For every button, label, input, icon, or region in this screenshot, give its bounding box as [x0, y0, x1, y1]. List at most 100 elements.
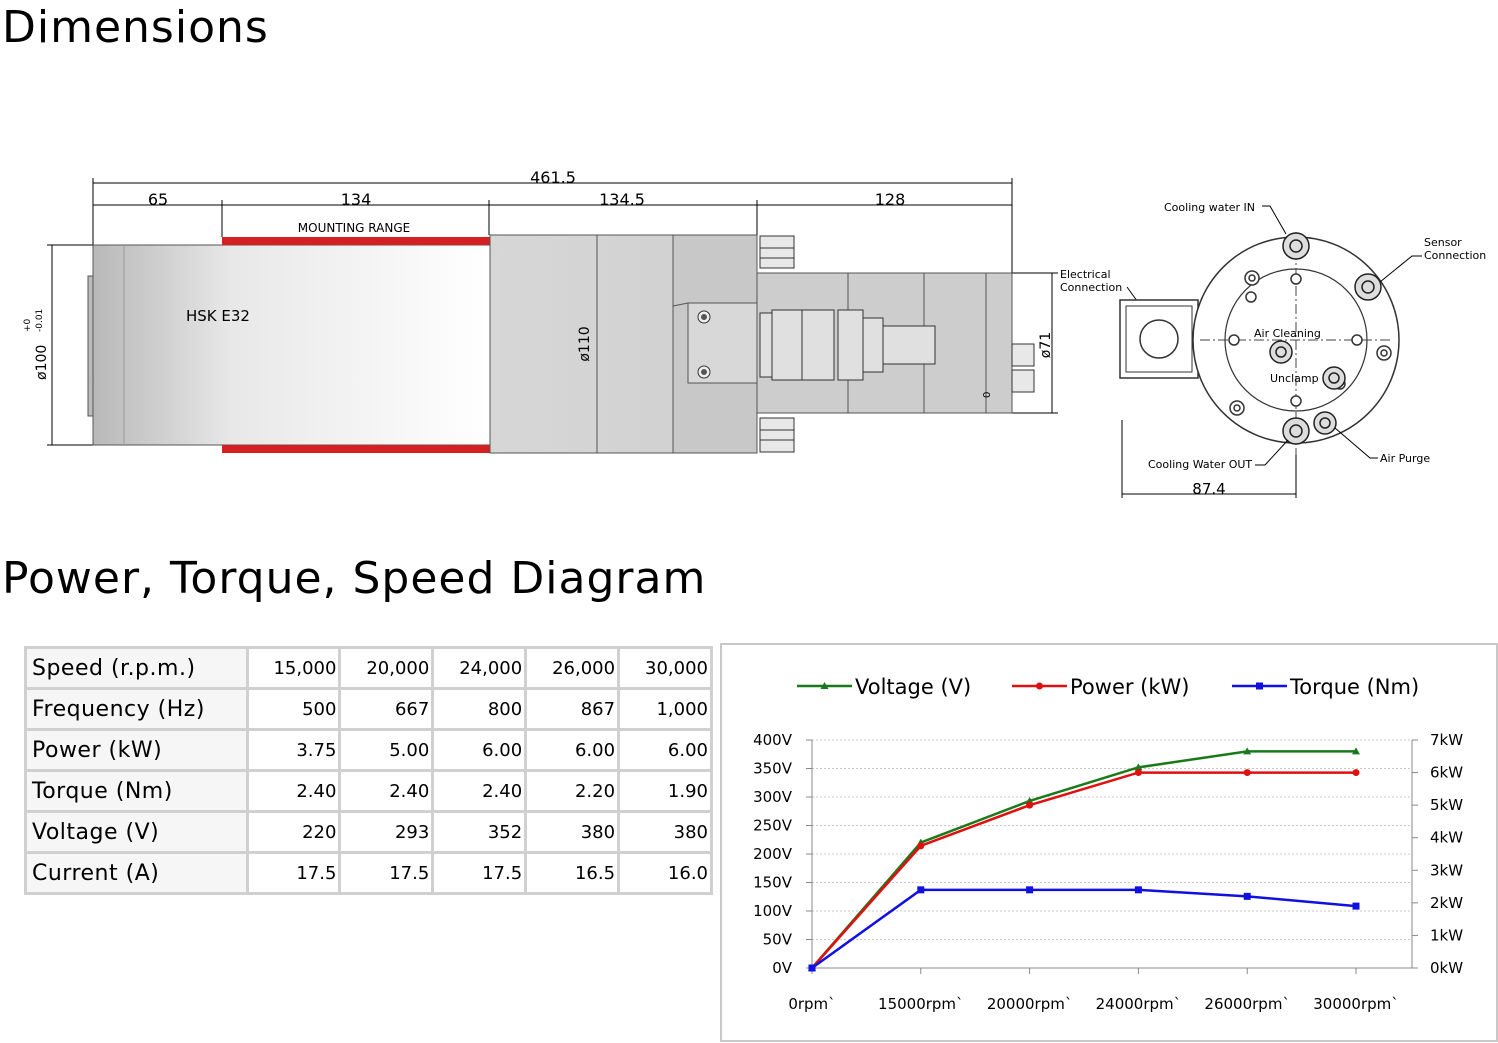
data-point — [1243, 892, 1251, 900]
y-left-tick-label: 350V — [753, 760, 793, 778]
table-cell: 24,000 — [431, 646, 528, 690]
dim-front-tol-lower: -0.01 — [35, 309, 45, 332]
y-left-tick-label: 400V — [753, 731, 793, 749]
y-right-tick-label: 3kW — [1430, 861, 1463, 879]
table-cell: 17.5 — [338, 851, 435, 895]
mounting-range-bottom-bar — [222, 445, 490, 453]
x-tick-label: 20000rpm` — [987, 995, 1073, 1013]
legend-marker — [1036, 682, 1043, 690]
mounting-range-label: MOUNTING RANGE — [298, 221, 410, 235]
data-point — [808, 964, 816, 972]
dim-rear-diameter: ø71 — [1038, 332, 1054, 358]
y-right-tick-label: 7kW — [1430, 731, 1463, 749]
table-cell: 5.00 — [338, 728, 435, 772]
mounting-range-top-bar — [222, 237, 490, 245]
rear-connectors — [1011, 343, 1035, 393]
table-cell: 3.75 — [245, 728, 342, 772]
y-right-tick-label: 6kW — [1430, 764, 1463, 782]
data-point — [1134, 763, 1143, 771]
table-cell: 6.00 — [431, 728, 528, 772]
y-left-tick-label: 50V — [763, 931, 793, 949]
performance-chart: 0V50V100V150V200V250V300V350V400V0kW1kW2… — [753, 675, 1463, 1013]
y-right-tick-label: 1kW — [1430, 926, 1463, 944]
table-cell: 15,000 — [245, 646, 342, 690]
table-cell: 293 — [338, 810, 435, 854]
legend-label: Torque (Nm) — [1289, 675, 1419, 699]
dim-seg1: 65 — [148, 190, 168, 209]
table-cell: 6.00 — [524, 728, 621, 772]
table-cell: 20,000 — [338, 646, 435, 690]
table-cell: 667 — [338, 687, 435, 731]
table-cell: 6.00 — [617, 728, 713, 772]
rear-shaft — [759, 309, 936, 381]
y-right-tick-label: 2kW — [1430, 894, 1463, 912]
y-left-tick-label: 250V — [753, 817, 793, 835]
dim-seg2: 134 — [341, 190, 372, 209]
dim-front-tol-upper: +0 — [23, 318, 33, 332]
table-cell: 380 — [524, 810, 621, 854]
top-dimension-lines — [47, 178, 1058, 446]
dim-seg3: 134.5 — [599, 190, 645, 209]
table-cell: 16.5 — [524, 851, 621, 895]
data-point — [1026, 801, 1034, 809]
y-right-tick-label: 5kW — [1430, 796, 1463, 814]
x-tick-label: 24000rpm` — [1096, 995, 1182, 1013]
x-tick-label: 15000rpm` — [878, 995, 964, 1013]
table-cell: 2.20 — [524, 769, 621, 813]
x-tick-label: 0rpm` — [788, 995, 835, 1013]
air-cleaning-label: Air Cleaning — [1254, 327, 1321, 340]
table-cell: 16.0 — [617, 851, 713, 895]
legend-label: Power (kW) — [1070, 675, 1189, 699]
row-label: Speed (r.p.m.) — [24, 646, 249, 690]
data-point — [1352, 902, 1360, 910]
sensor-label-2: Connection — [1424, 249, 1486, 262]
zero-mark: 0 — [982, 392, 993, 398]
front-housing — [92, 244, 491, 446]
dim-body-diameter: ø110 — [577, 326, 593, 361]
table-cell: 2.40 — [431, 769, 528, 813]
sensor-label-1: Sensor — [1424, 236, 1462, 249]
hsk-label: HSK E32 — [186, 307, 250, 325]
cooling-fittings — [759, 235, 795, 453]
table-cell: 500 — [245, 687, 342, 731]
y-left-tick-label: 100V — [753, 902, 793, 920]
data-point — [917, 886, 925, 894]
legend-marker — [820, 682, 829, 689]
air-purge-label: Air Purge — [1380, 452, 1430, 465]
table-cell: 30,000 — [617, 646, 713, 690]
cooling-in-label: Cooling water IN — [1164, 201, 1255, 214]
row-label: Voltage (V) — [24, 810, 249, 854]
dim-seg4: 128 — [875, 190, 906, 209]
table-cell: 352 — [431, 810, 528, 854]
row-label: Frequency (Hz) — [24, 687, 249, 731]
table-cell: 2.40 — [245, 769, 342, 813]
data-point — [1025, 796, 1034, 804]
data-point — [1134, 886, 1142, 894]
legend-marker — [1256, 682, 1263, 690]
x-tick-label: 30000rpm` — [1313, 995, 1399, 1013]
table-cell: 26,000 — [524, 646, 621, 690]
y-left-tick-label: 200V — [753, 845, 793, 863]
table-cell: 2.40 — [338, 769, 435, 813]
table-cell: 380 — [617, 810, 713, 854]
data-point — [1026, 886, 1034, 894]
row-label: Power (kW) — [24, 728, 249, 772]
table-cell: 1.90 — [617, 769, 713, 813]
y-left-tick-label: 150V — [753, 874, 793, 892]
y-right-tick-label: 0kW — [1430, 959, 1463, 977]
series-line-2 — [811, 888, 1357, 970]
legend-label: Voltage (V) — [855, 675, 971, 699]
dimensions-title: Dimensions — [2, 2, 269, 53]
diagram-title: Power, Torque, Speed Diagram — [2, 553, 707, 604]
y-right-tick-label: 4kW — [1430, 829, 1463, 847]
series-line-1 — [811, 771, 1356, 969]
electrical-label-2: Connection — [1060, 281, 1122, 294]
cooling-out-label: Cooling Water OUT — [1148, 458, 1252, 471]
